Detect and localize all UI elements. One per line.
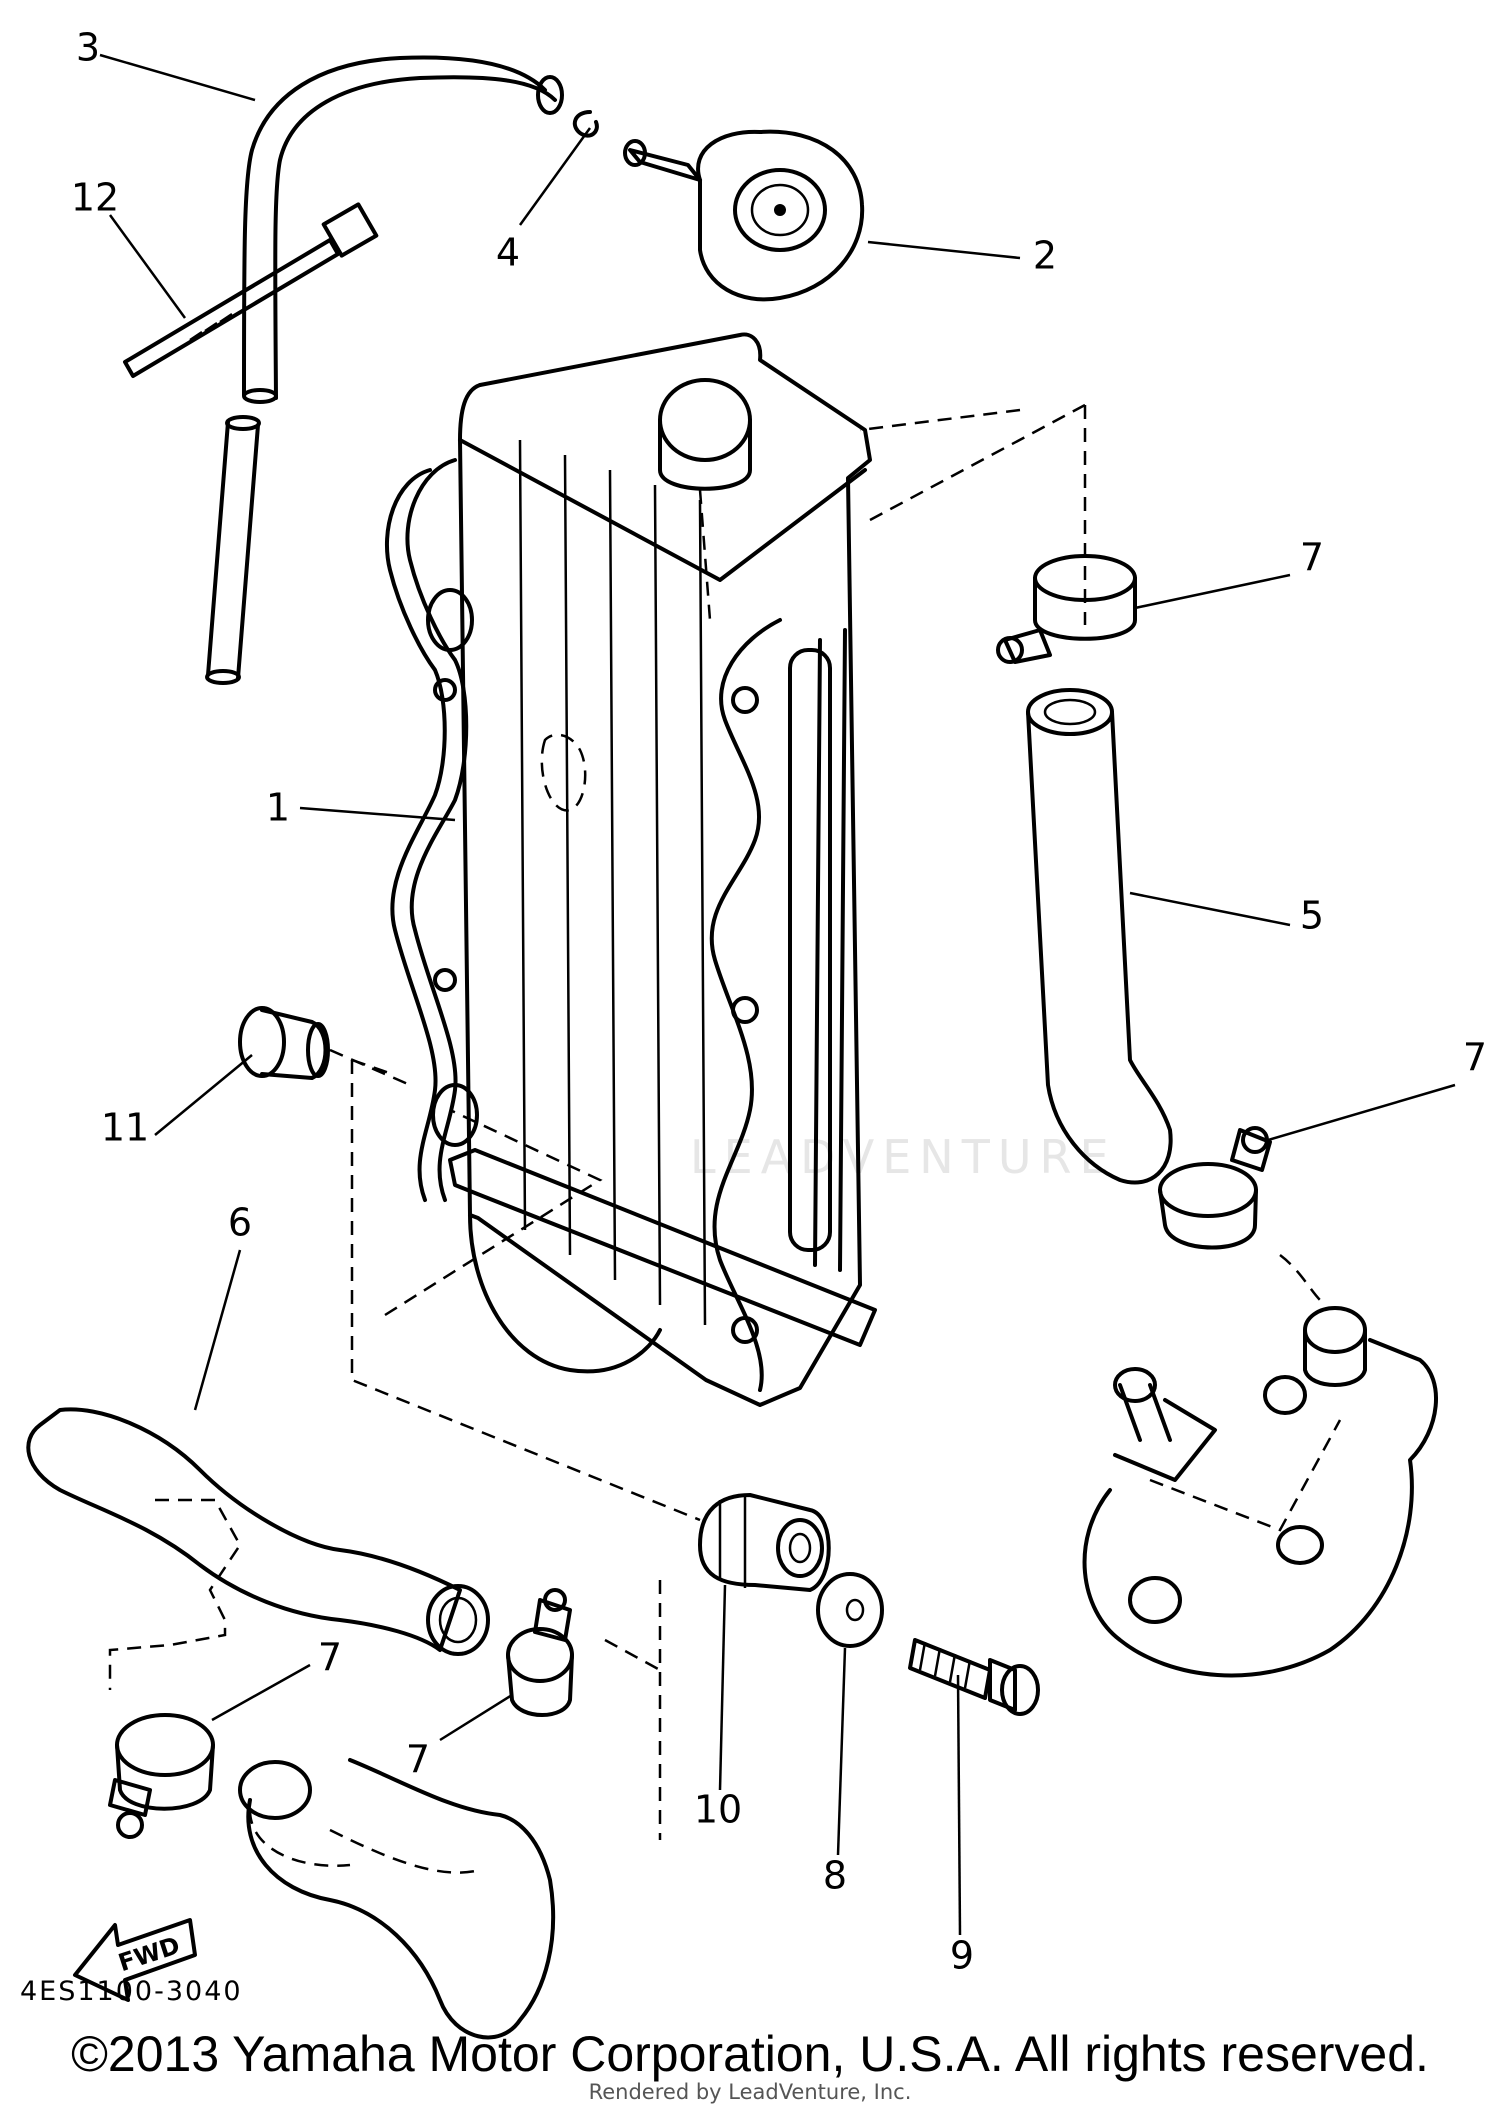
- washer-part[interactable]: [816, 1572, 884, 1648]
- watermark-text: LEADVENTURE: [690, 1130, 1117, 1184]
- callout-6: 6: [228, 1201, 252, 1245]
- callout-1: 1: [266, 786, 290, 830]
- hose-clamp-part[interactable]: [996, 554, 1137, 664]
- copyright-notice: ©2013 Yamaha Motor Corporation, U.S.A. A…: [71, 2026, 1429, 2082]
- cable-band-part[interactable]: [123, 202, 379, 378]
- callout-7d: 7: [406, 1738, 430, 1782]
- hose-clamp-part[interactable]: [1158, 1126, 1272, 1250]
- callout-7a: 7: [1300, 536, 1324, 580]
- diagram-code: 4ES1100-3040: [20, 1976, 243, 2007]
- callout-2: 2: [1033, 234, 1057, 278]
- callout-7c: 7: [318, 1636, 342, 1680]
- radiator-hose-lower-part[interactable]: [26, 1407, 490, 1690]
- callout-4: 4: [496, 231, 520, 275]
- callout-11: 11: [101, 1106, 149, 1150]
- hose-clip-part[interactable]: [572, 110, 599, 138]
- overflow-hose-part[interactable]: [205, 55, 564, 685]
- damper-part[interactable]: [698, 1493, 831, 1592]
- hose-clamp-part[interactable]: [108, 1713, 215, 1839]
- callout-10: 10: [694, 1788, 742, 1832]
- callout-12: 12: [71, 176, 119, 220]
- callout-9: 9: [950, 1934, 974, 1978]
- radiator-hose-upper-part[interactable]: [1026, 688, 1173, 1185]
- radiator-cap-part[interactable]: [623, 129, 865, 302]
- callout-7b: 7: [1463, 1036, 1487, 1080]
- callout-3: 3: [76, 26, 100, 70]
- leader-lines: [99, 53, 1456, 1936]
- callout-8: 8: [823, 1854, 847, 1898]
- rendered-by-notice: Rendered by LeadVenture, Inc.: [588, 2080, 912, 2104]
- assembly-guide-lines: [350, 403, 1321, 1840]
- water-pump-cover-part: [238, 1758, 556, 2040]
- cylinder-head-part: [1082, 1306, 1438, 1678]
- radiator-part[interactable]: [385, 332, 877, 1407]
- grommet-part[interactable]: [238, 1006, 411, 1087]
- bolt-part[interactable]: [908, 1638, 1040, 1716]
- hose-clamp-part[interactable]: [506, 1588, 661, 1717]
- callout-5: 5: [1300, 894, 1324, 938]
- callout-labels: 3 12 4 2 7 1 5 7 11 6 7 7 10 8 9: [71, 26, 1487, 1978]
